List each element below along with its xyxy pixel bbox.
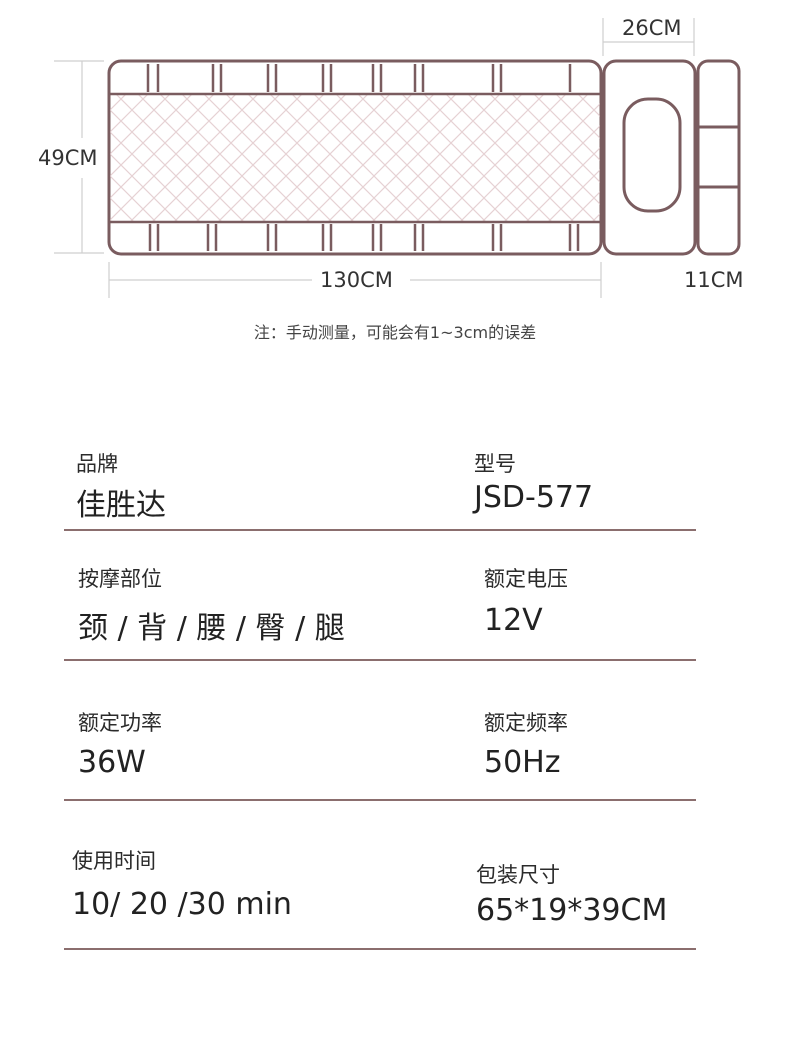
spec-value: 颈 / 背 / 腰 / 臀 / 腿 — [78, 611, 345, 646]
spec-value: 36W — [78, 745, 146, 780]
spec-massage-area: 按摩部位 颈 / 背 / 腰 / 臀 / 腿 — [78, 563, 345, 647]
spec-label: 额定功率 — [78, 711, 162, 735]
spec-label: 使用时间 — [72, 849, 156, 873]
spec-label: 包装尺寸 — [476, 863, 560, 887]
spec-rated-voltage: 额定电压 12V — [484, 563, 568, 638]
spec-row-brand-model: 品牌 佳胜达 型号 JSD-577 — [64, 440, 696, 531]
depth-dimension-label: 11CM — [684, 268, 744, 292]
spec-value: 12V — [484, 603, 543, 638]
spec-label: 额定电压 — [484, 567, 568, 591]
spec-value: 50Hz — [484, 745, 561, 780]
spec-value: 佳胜达 — [76, 488, 166, 523]
spec-row-time-package: 使用时间 10/ 20 /30 min 包装尺寸 65*19*39CM — [64, 801, 696, 950]
spec-model: 型号 JSD-577 — [474, 448, 593, 515]
spec-label: 按摩部位 — [78, 567, 162, 591]
width-dimension-label: 26CM — [622, 16, 682, 40]
spec-label: 额定频率 — [484, 711, 568, 735]
spec-value: JSD-577 — [474, 480, 594, 515]
spec-value: 10/ 20 /30 min — [72, 887, 292, 922]
spec-rated-power: 额定功率 36W — [78, 707, 162, 780]
spec-package-size: 包装尺寸 65*19*39CM — [476, 859, 667, 928]
spec-brand: 品牌 佳胜达 — [76, 448, 166, 524]
mattress-outline-drawing — [54, 18, 741, 298]
height-dimension-label: 49CM — [38, 146, 98, 170]
length-dimension-label: 130CM — [320, 268, 393, 292]
product-dimension-diagram: 26CM 49CM 130CM 11CM — [0, 0, 790, 300]
spec-value: 65*19*39CM — [476, 893, 668, 928]
spec-label: 品牌 — [76, 452, 118, 476]
spec-rated-frequency: 额定频率 50Hz — [484, 707, 568, 780]
spec-row-area-voltage: 按摩部位 颈 / 背 / 腰 / 臀 / 腿 额定电压 12V — [64, 531, 696, 661]
spec-label: 型号 — [474, 452, 516, 476]
measurement-note: 注：手动测量，可能会有1~3cm的误差 — [253, 323, 537, 342]
spec-row-power-frequency: 额定功率 36W 额定频率 50Hz — [64, 661, 696, 801]
spec-usage-time: 使用时间 10/ 20 /30 min — [72, 845, 292, 922]
